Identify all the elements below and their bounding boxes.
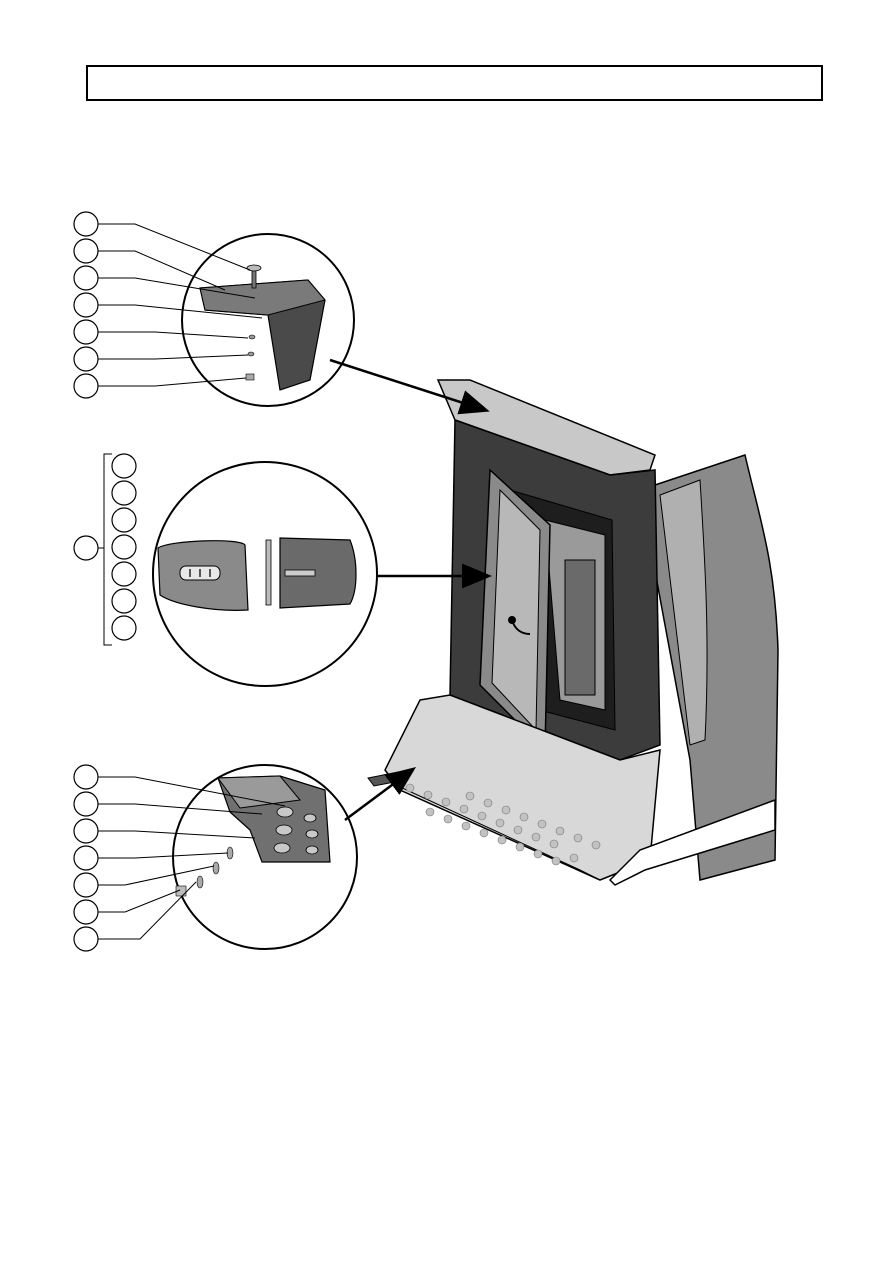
step-bracket-holes	[273, 806, 319, 855]
bottom-detail	[73, 764, 417, 952]
hinge-pin	[265, 539, 272, 606]
hinge-bolt	[284, 569, 316, 577]
bottom-pointer-arrow	[344, 767, 417, 822]
top-leader-lines	[98, 223, 263, 387]
hinge-channel	[279, 537, 357, 609]
lock-washer-icon-bottom	[196, 875, 204, 889]
bottom-balloons	[73, 764, 99, 952]
bottom-leader-lines	[98, 776, 286, 940]
nut-icon	[245, 373, 255, 381]
top-detail-circle	[181, 233, 355, 407]
top-pointer-arrow	[329, 358, 490, 415]
nut-icon-bottom	[175, 885, 187, 897]
washer-icon	[248, 334, 256, 340]
interior-shelf	[564, 559, 596, 696]
step-front-edge	[384, 779, 601, 881]
header-title-box	[86, 65, 823, 101]
hinge-slot-marks	[189, 569, 211, 577]
top-balloons	[73, 211, 99, 399]
step-bracket-top	[217, 775, 301, 809]
corner-bracket-top	[199, 279, 326, 316]
housing-side-highlight	[659, 479, 708, 746]
middle-bracket-line	[98, 453, 112, 646]
lock-washer-icon	[247, 351, 255, 357]
step-side-trim	[608, 798, 776, 886]
door-handle-lever	[511, 619, 531, 635]
top-detail	[73, 211, 490, 415]
housing-assembly	[367, 379, 779, 886]
middle-detail-circle	[152, 461, 378, 687]
middle-balloons	[73, 453, 137, 641]
middle-detail	[73, 453, 492, 687]
washer-icon-bottom	[212, 861, 220, 875]
bolt-head-icon	[246, 264, 262, 272]
